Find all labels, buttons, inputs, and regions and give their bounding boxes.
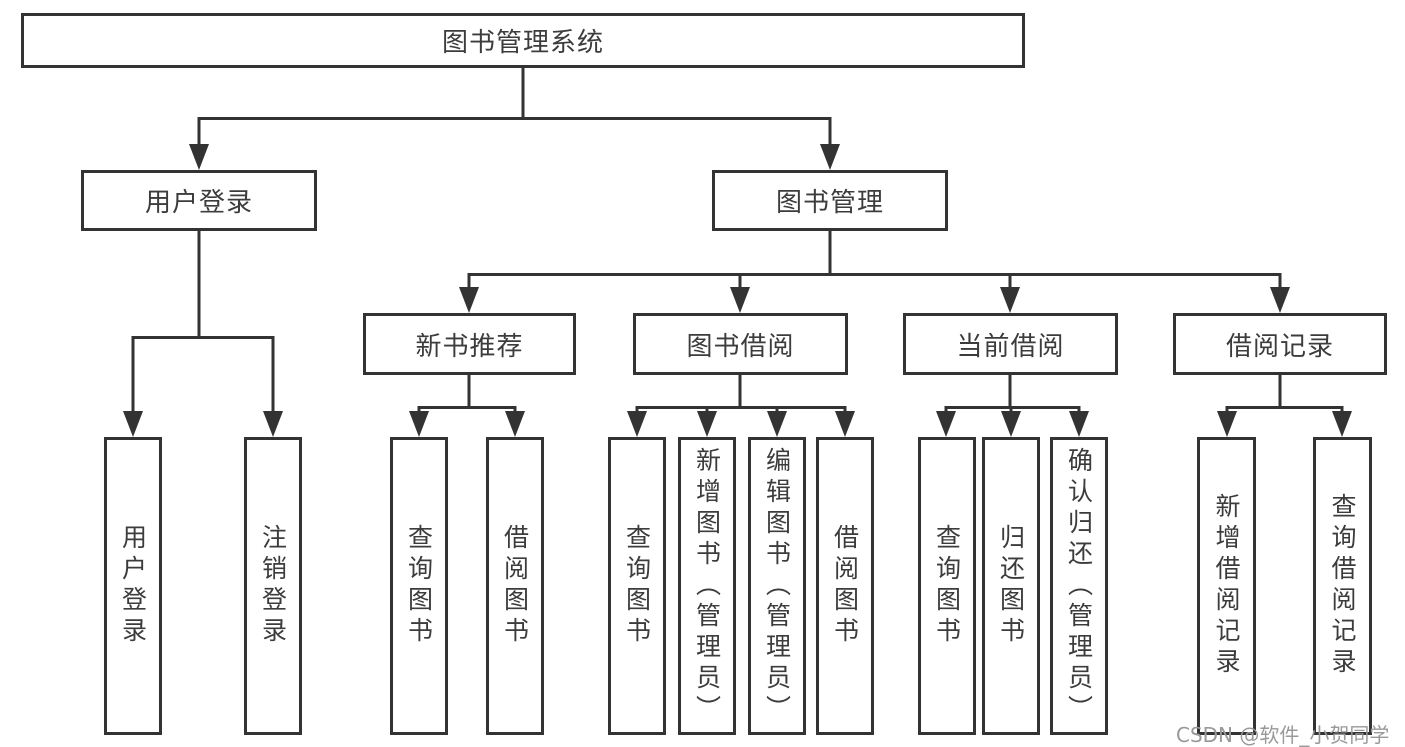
node-new-book-recommend: 新书推荐 [363, 313, 576, 375]
edge-book-management-branch [467, 231, 1282, 292]
leaf-borrow-books-recommend: 借阅图书 [486, 437, 544, 735]
edge-user-login-branch [131, 231, 275, 416]
edge-root-to-level2 [197, 68, 832, 150]
node-root: 图书管理系统 [21, 13, 1025, 68]
node-book-management: 图书管理 [712, 170, 948, 231]
arrowheads-leaves [123, 411, 1352, 437]
node-current-borrow: 当前借阅 [903, 313, 1118, 375]
arrowheads-level2 [189, 144, 840, 170]
edge-book-borrow-branch [635, 375, 847, 416]
leaf-query-books-recommend: 查询图书 [390, 437, 448, 735]
leaf-logout: 注销登录 [244, 437, 302, 735]
leaf-confirm-return-admin: 确认归还（管理员） [1050, 437, 1108, 735]
leaf-query-books-borrow: 查询图书 [608, 437, 666, 735]
leaf-add-borrow-record: 新增借阅记录 [1197, 437, 1256, 735]
node-user-login: 用户登录 [81, 170, 317, 231]
leaf-query-books-current: 查询图书 [918, 437, 976, 735]
leaf-add-book-admin: 新增图书（管理员） [678, 437, 736, 735]
edge-current-borrow-branch [944, 375, 1081, 416]
arrowheads-level3 [459, 287, 1290, 313]
leaf-edit-book-admin: 编辑图书（管理员） [748, 437, 806, 735]
watermark: CSDN @软件_小贺同学 [1176, 723, 1390, 747]
edge-borrow-records-branch [1225, 375, 1344, 416]
leaf-query-borrow-record: 查询借阅记录 [1313, 437, 1372, 735]
leaf-borrow-books-borrow: 借阅图书 [816, 437, 874, 735]
leaf-user-login: 用户登录 [104, 437, 162, 735]
leaf-return-book: 归还图书 [982, 437, 1040, 735]
node-book-borrow: 图书借阅 [633, 313, 848, 375]
node-borrow-records: 借阅记录 [1173, 313, 1387, 375]
edge-new-book-recommend-branch [417, 375, 517, 416]
